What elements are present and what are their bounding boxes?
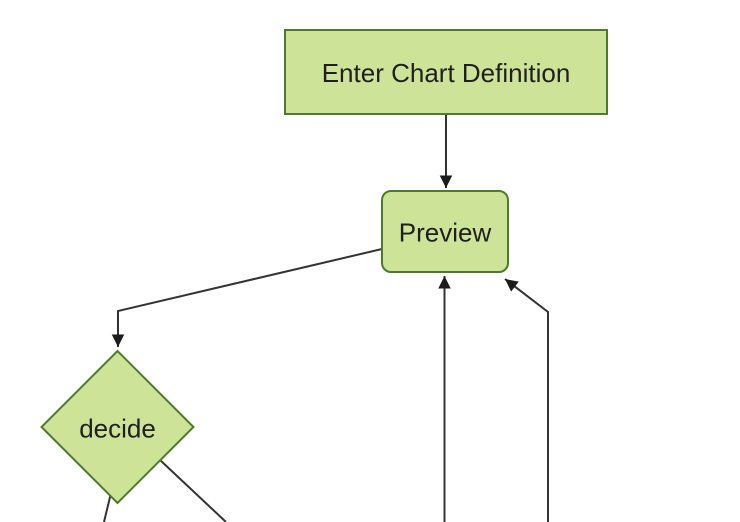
node-preview-label: Preview (399, 218, 492, 248)
node-preview: Preview (381, 190, 509, 273)
node-decide: decide (40, 349, 195, 505)
edge-decide-to-offscreen-bottom-left (103, 492, 112, 522)
node-enter-chart-definition: Enter Chart Definition (284, 29, 608, 115)
edge-offscreen-bottom-right-to-preview (504, 278, 549, 522)
node-enter-chart-definition-label: Enter Chart Definition (322, 58, 571, 88)
node-enter-chart-definition-shape (284, 29, 608, 115)
node-preview-shape (381, 190, 509, 273)
node-decide-label: decide (79, 414, 156, 444)
node-decide-shape (40, 349, 195, 505)
edge-preview-to-decide (111, 248, 383, 347)
edge-decide-to-offscreen-bottom-right (159, 459, 227, 522)
